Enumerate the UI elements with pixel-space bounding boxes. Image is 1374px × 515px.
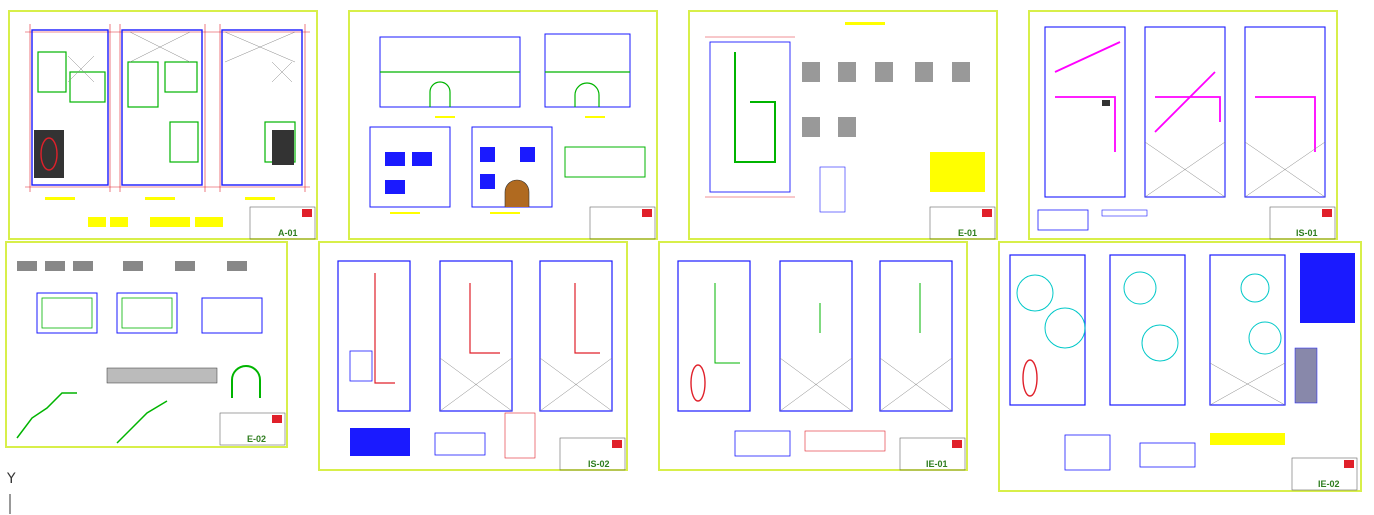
drawing-sheet-structure[interactable]: E-01 xyxy=(688,10,998,240)
sanitary-plans-drawing: IS-01 xyxy=(1037,26,1336,240)
electrical-lighting-drawing: IE-02 xyxy=(1009,253,1358,491)
floor-plans-drawing: A-01 xyxy=(25,24,316,240)
structural-details-drawing: E-02 xyxy=(16,261,286,446)
elevations-drawing xyxy=(369,33,656,240)
sheet-code: IS-02 xyxy=(588,459,610,469)
sheet-code: IS-01 xyxy=(1296,228,1318,238)
drawing-sheet-plans[interactable]: A-01 xyxy=(8,10,318,240)
water-installation-drawing: IS-02 xyxy=(337,260,626,471)
drawing-sheet-electrical-lighting[interactable]: IE-02 xyxy=(998,241,1362,492)
drawing-sheet-electrical-outlets[interactable]: IE-01 xyxy=(658,241,968,471)
electrical-outlets-drawing: IE-01 xyxy=(677,260,966,471)
drawing-sheet-details[interactable]: E-02 xyxy=(5,241,288,448)
sheet-code: A-01 xyxy=(278,228,298,238)
drawing-sheet-water[interactable]: IS-02 xyxy=(318,241,628,471)
sheet-code: IE-01 xyxy=(926,459,948,469)
drawing-sheet-sanitary[interactable]: IS-01 xyxy=(1028,10,1338,240)
sheet-code: E-01 xyxy=(958,228,977,238)
ucs-icon xyxy=(9,494,11,514)
sheet-code: IE-02 xyxy=(1318,479,1340,489)
drawing-sheet-elevations[interactable] xyxy=(348,10,658,240)
foundation-plan-drawing: E-01 xyxy=(705,22,996,240)
sheet-code: E-02 xyxy=(247,434,266,444)
ucs-axis-label: Y xyxy=(7,471,16,487)
